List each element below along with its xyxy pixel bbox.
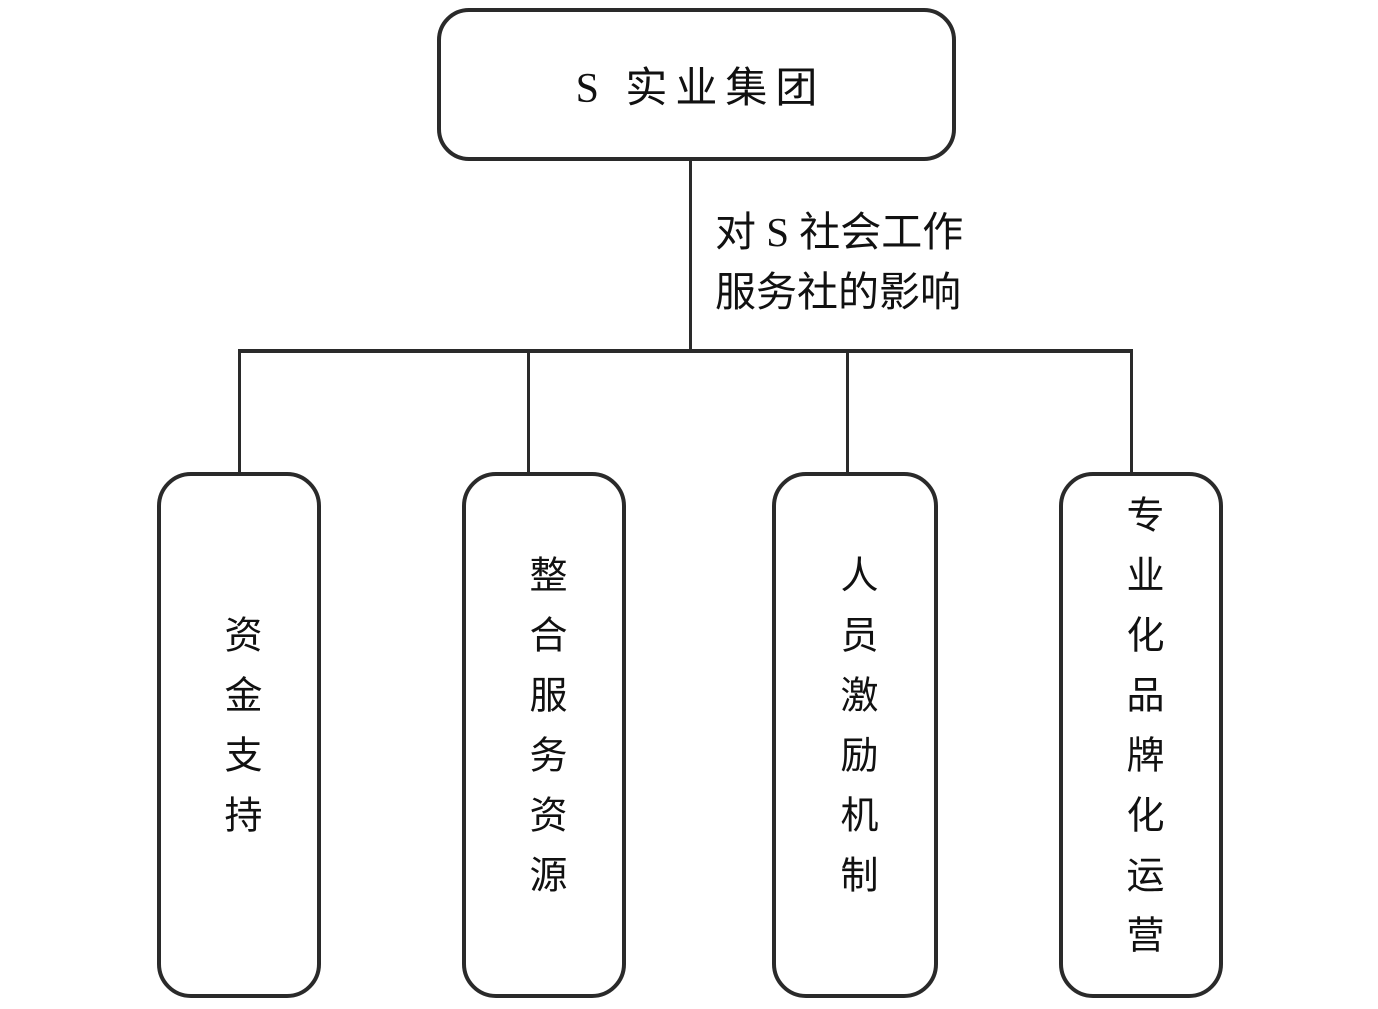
child-node-label: 人员激励机制 (834, 555, 876, 915)
root-node: S 实业集团 (437, 8, 956, 161)
child-node-label: 整合服务资源 (523, 555, 565, 915)
child-node-integrate-service-resources: 整合服务资源 (462, 472, 626, 998)
connector-drop-3 (846, 351, 849, 474)
child-node-professional-brand-operation: 专业化品牌化运营 (1059, 472, 1223, 998)
connector-drop-4 (1130, 351, 1133, 474)
edge-label-line1: 对 S 社会工作 (715, 209, 964, 255)
child-node-label: 资金支持 (218, 615, 260, 855)
child-node-label: 专业化品牌化运营 (1120, 495, 1162, 975)
connector-root-vertical (689, 161, 692, 351)
connector-drop-2 (527, 351, 530, 474)
edge-label-line2: 服务社的影响 (715, 269, 961, 315)
edge-label: 对 S 社会工作 服务社的影响 (715, 202, 963, 322)
root-node-label: S 实业集团 (575, 66, 826, 112)
connector-drop-1 (238, 351, 241, 474)
connector-branch-horizontal (238, 349, 1133, 353)
child-node-funding-support: 资金支持 (157, 472, 321, 998)
child-node-personnel-incentive-mechanism: 人员激励机制 (772, 472, 938, 998)
